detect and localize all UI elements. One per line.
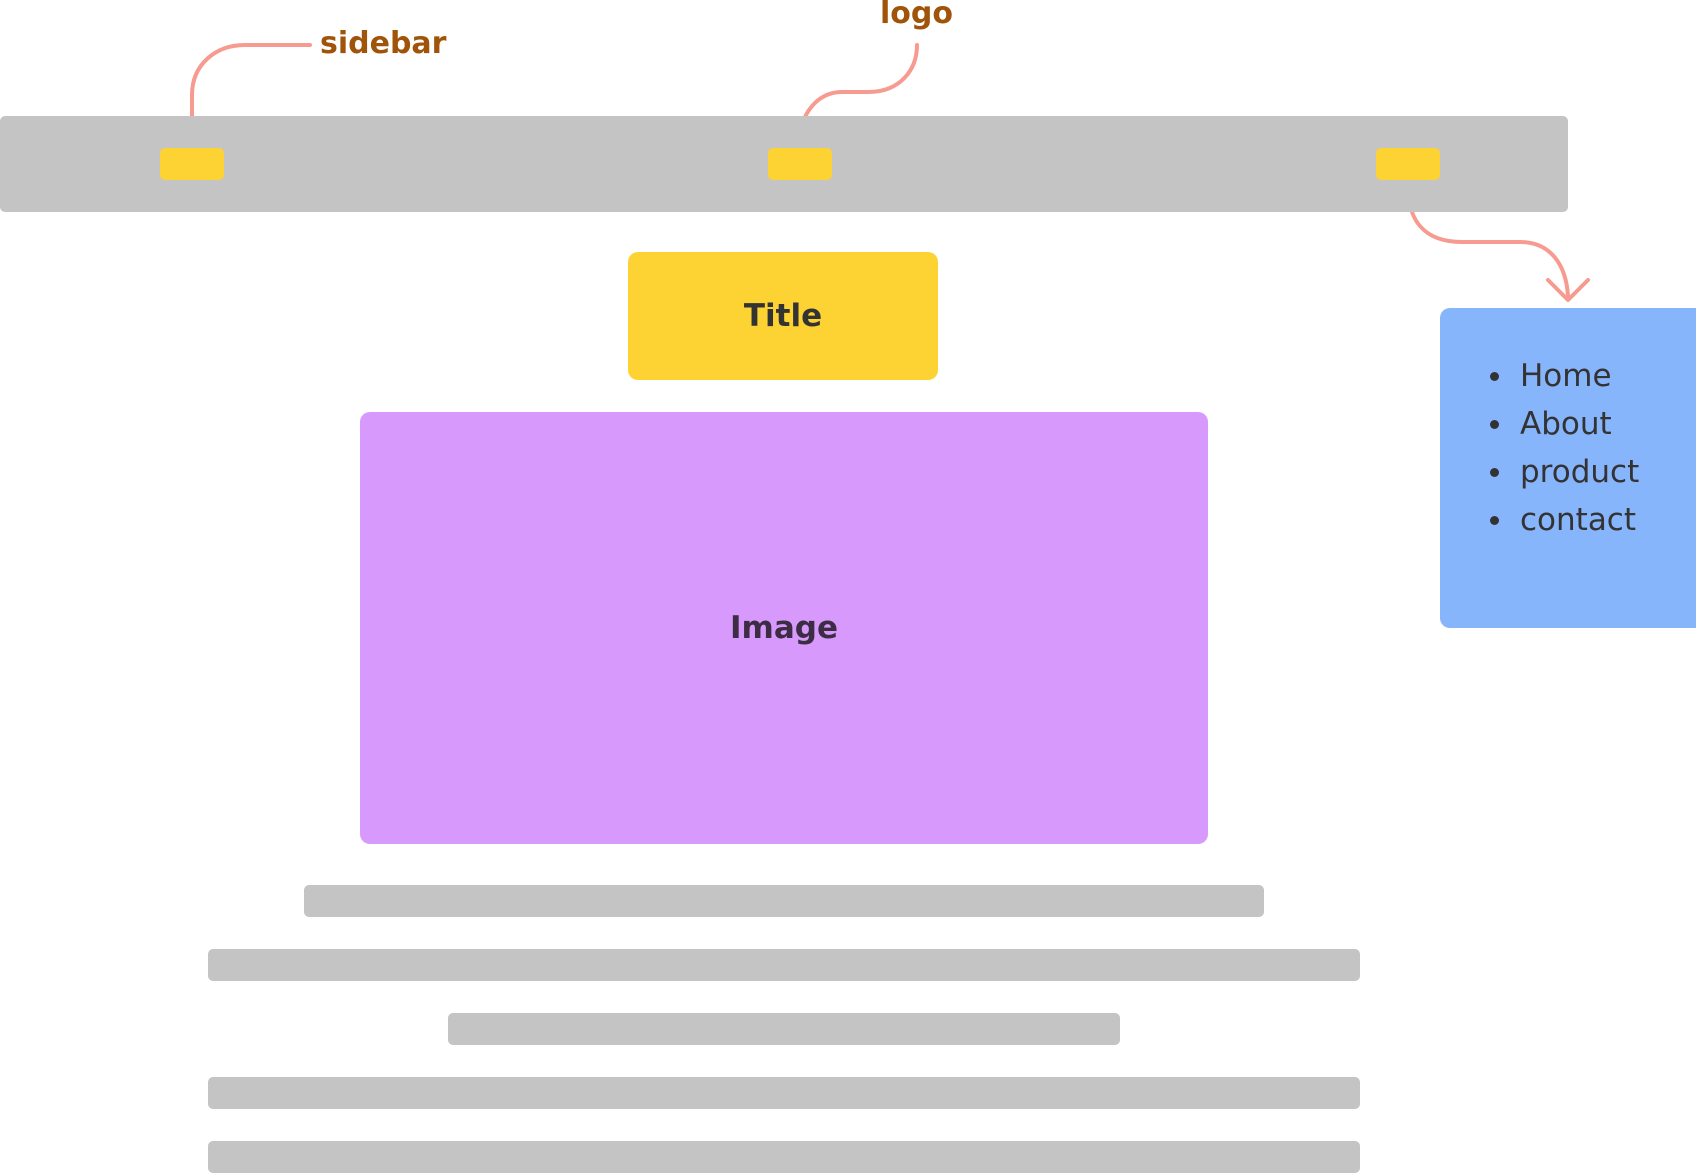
menu-connector-arrowhead: [1546, 278, 1590, 302]
title-text: Title: [743, 298, 823, 334]
text-line-placeholder: [304, 885, 1264, 917]
logo-placeholder[interactable]: [768, 148, 832, 180]
image-label: Image: [730, 610, 838, 646]
logo-annotation-label: logo: [880, 0, 953, 31]
bullet-icon: [1490, 372, 1499, 381]
sidebar-annotation-label: sidebar: [320, 26, 447, 61]
menu-list: Home About product contact: [1490, 352, 1639, 544]
text-line-placeholder: [208, 1077, 1360, 1109]
sidebar-toggle-button[interactable]: [160, 148, 224, 180]
menu-item-home[interactable]: Home: [1490, 352, 1639, 400]
text-line-placeholder: [208, 949, 1360, 981]
menu-item-about[interactable]: About: [1490, 400, 1639, 448]
dropdown-menu-panel: Home About product contact: [1440, 308, 1696, 628]
menu-button[interactable]: [1376, 148, 1440, 180]
menu-item-label: contact: [1520, 502, 1637, 538]
text-line-placeholder: [448, 1013, 1120, 1045]
navbar: [0, 116, 1568, 212]
bullet-icon: [1490, 516, 1499, 525]
menu-item-label: About: [1520, 406, 1612, 442]
bullet-icon: [1490, 420, 1499, 429]
bullet-icon: [1490, 468, 1499, 477]
menu-item-contact[interactable]: contact: [1490, 496, 1639, 544]
title-block: Title: [628, 252, 938, 380]
text-line-placeholder: [208, 1141, 1360, 1173]
image-placeholder: Image: [360, 412, 1208, 844]
menu-item-label: product: [1520, 454, 1640, 490]
menu-item-label: Home: [1520, 358, 1612, 394]
menu-item-product[interactable]: product: [1490, 448, 1639, 496]
